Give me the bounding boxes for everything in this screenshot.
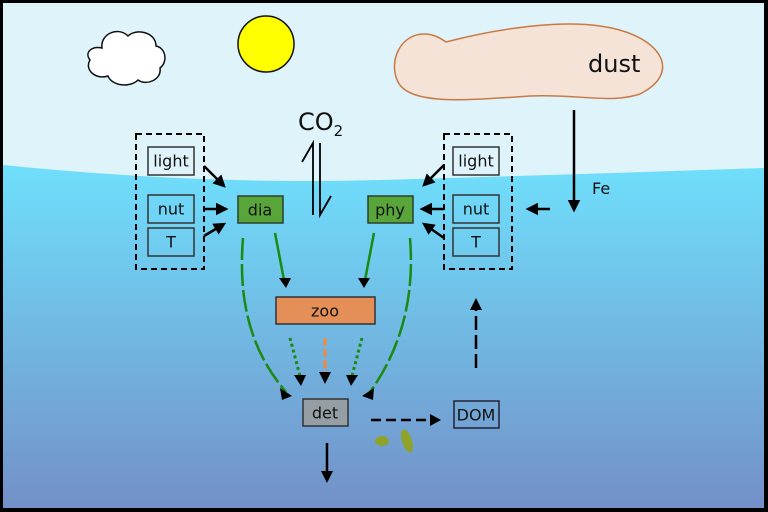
dust-label: dust xyxy=(588,50,640,78)
right-t-label: T xyxy=(470,233,481,252)
light-to-dia-arrow xyxy=(203,165,226,188)
detritus-particle-elongated xyxy=(400,429,414,453)
co2-uptake-half-arrow xyxy=(301,139,314,215)
right-light-label: light xyxy=(458,152,493,171)
phy-to-zoo-arrowhead xyxy=(358,278,370,288)
phy-box[interactable] xyxy=(367,195,414,224)
dia-to-det-curve xyxy=(240,237,287,393)
det-label: det xyxy=(312,404,338,423)
zoo-label: zoo xyxy=(311,302,339,321)
right-nut-label: nut xyxy=(463,200,490,219)
zoo-mortality-arrowhead xyxy=(319,372,331,384)
left-nut-box[interactable] xyxy=(147,194,195,224)
zoo-egestion-left-arrowhead xyxy=(294,375,306,386)
phy-to-det-arrowhead xyxy=(362,388,374,400)
light-to-phy-arrow xyxy=(422,164,445,187)
zoo-egestion-left-line xyxy=(288,337,302,377)
dom-label: DOM xyxy=(457,406,496,425)
right-drivers-group xyxy=(443,133,513,270)
left-t-box[interactable] xyxy=(147,227,195,257)
zoo-egestion-right-arrowhead xyxy=(346,375,358,386)
phy-to-zoo-line xyxy=(363,232,376,281)
t-to-dia-arrow xyxy=(203,222,227,238)
t-to-phy-arrow xyxy=(421,222,445,240)
left-light-box[interactable] xyxy=(147,146,195,176)
zoo-box[interactable] xyxy=(275,296,376,325)
left-light-label: light xyxy=(153,152,188,171)
left-drivers-group xyxy=(135,133,205,270)
phy-to-det-curve xyxy=(368,237,413,393)
co2-release-half-arrow xyxy=(319,143,332,219)
dia-to-zoo-line xyxy=(273,232,286,281)
dia-label: dia xyxy=(248,201,272,220)
det-sinking-arrowhead xyxy=(321,471,333,483)
phy-label: phy xyxy=(375,201,405,220)
detritus-particle-round xyxy=(375,436,389,446)
co2-label: CO2 xyxy=(298,108,343,140)
left-t-label: T xyxy=(165,233,176,252)
det-box[interactable] xyxy=(302,398,349,427)
left-nut-label: nut xyxy=(158,200,185,219)
right-t-box[interactable] xyxy=(452,227,500,257)
cloud-icon xyxy=(87,30,166,86)
sun-icon xyxy=(237,15,295,73)
dust-cloud xyxy=(393,23,664,101)
dia-box[interactable] xyxy=(237,195,284,224)
dia-to-det-arrowhead xyxy=(280,388,292,400)
det-to-dom-arrowhead xyxy=(430,414,441,426)
dom-remineralization-arrowhead xyxy=(470,298,482,310)
right-light-box[interactable] xyxy=(452,146,500,176)
right-nut-box[interactable] xyxy=(452,194,500,224)
dia-to-zoo-arrowhead xyxy=(279,278,291,288)
dom-box[interactable] xyxy=(453,400,500,429)
zoo-egestion-right-line xyxy=(350,337,364,377)
fe-label: Fe xyxy=(592,179,610,198)
